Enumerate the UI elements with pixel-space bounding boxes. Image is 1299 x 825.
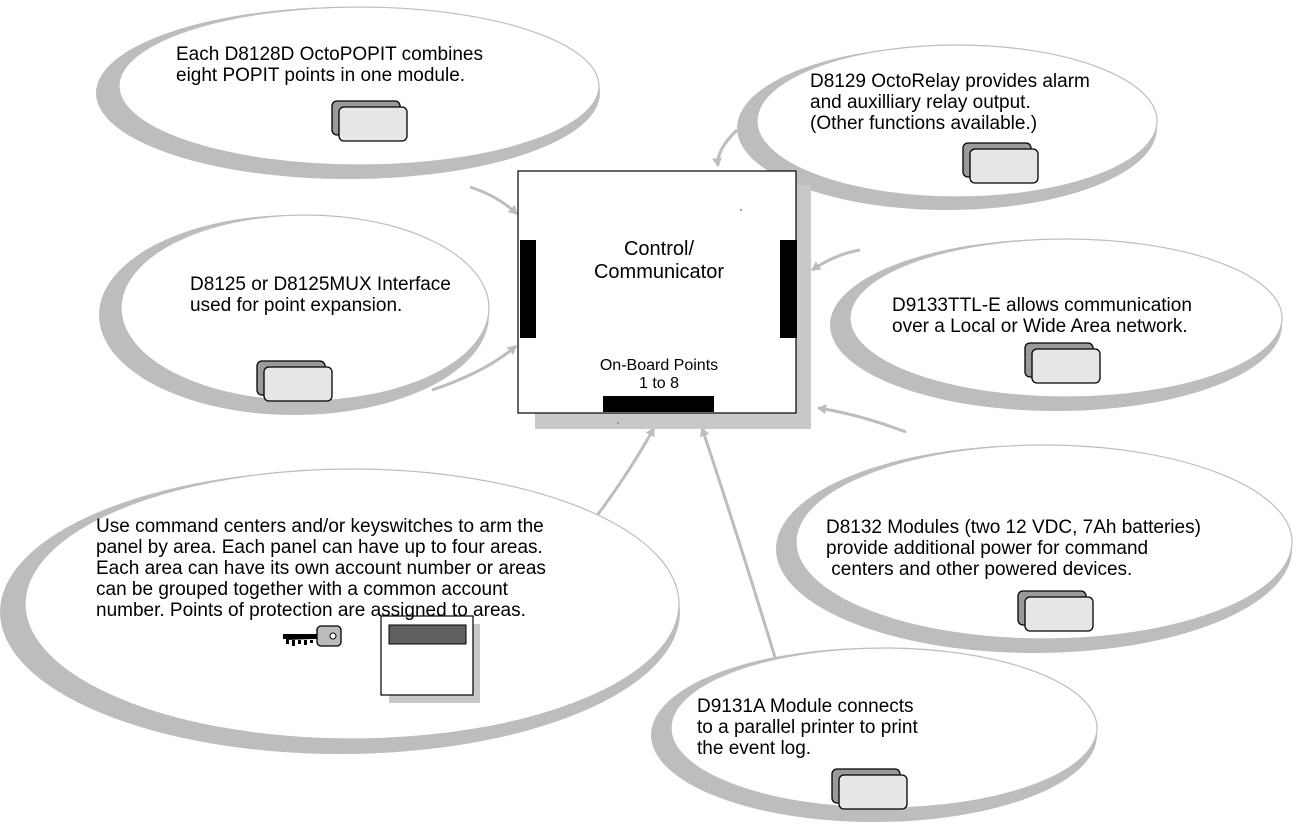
module-card-icon-ttl (1024, 342, 1101, 384)
speck (740, 209, 742, 211)
control-panel (517, 170, 811, 429)
control-panel-box (517, 170, 797, 414)
module-card-icon-octorelay (962, 142, 1039, 184)
key-icon (283, 625, 342, 647)
arrow-ttl (811, 248, 861, 272)
ellipse-printer (651, 647, 1098, 822)
ellipse-ttl (830, 238, 1283, 411)
module-card-icon-octopopit (331, 100, 408, 142)
arrow-octorelay (712, 128, 739, 167)
callout-power-modules-text: D8132 Modules (two 12 VDC, 7Ah batteries… (826, 517, 1201, 580)
ellipse-octopopit (96, 6, 600, 179)
callout-octopopit-text: Each D8128D OctoPOPIT combines eight POP… (176, 44, 483, 86)
speck (617, 422, 619, 424)
ellipse-interface (99, 214, 490, 415)
callout-octorelay-text: D8129 OctoRelay provides alarm and auxil… (810, 71, 1090, 134)
arrow-power-modules (817, 404, 907, 434)
callout-interface-text: D8125 or D8125MUX Interface used for poi… (190, 274, 451, 316)
ellipse-command-centers (0, 468, 680, 754)
arrow-interface (431, 344, 517, 392)
bottom-connector (603, 396, 714, 412)
onboard-points-label: On-Board Points 1 to 8 (599, 357, 719, 392)
callout-command-centers-text: Use command centers and/or keyswitches t… (96, 516, 546, 621)
ellipse-octorelay (737, 44, 1158, 210)
module-card-icon-interface (256, 360, 333, 402)
arrow-octopopit (469, 185, 519, 216)
control-panel-title: Control/ Communicator (593, 238, 725, 283)
module-card-icon-power (1017, 590, 1094, 632)
left-connector (520, 240, 536, 338)
command-center-keypad-icon (380, 615, 480, 703)
ellipse-power-modules (776, 444, 1293, 653)
right-connector (780, 240, 797, 338)
callout-ttl-text: D9133TTL-E allows communication over a L… (892, 295, 1192, 337)
callout-printer-text: D9131A Module connects to a parallel pri… (697, 696, 918, 759)
module-card-icon-printer (831, 768, 908, 810)
